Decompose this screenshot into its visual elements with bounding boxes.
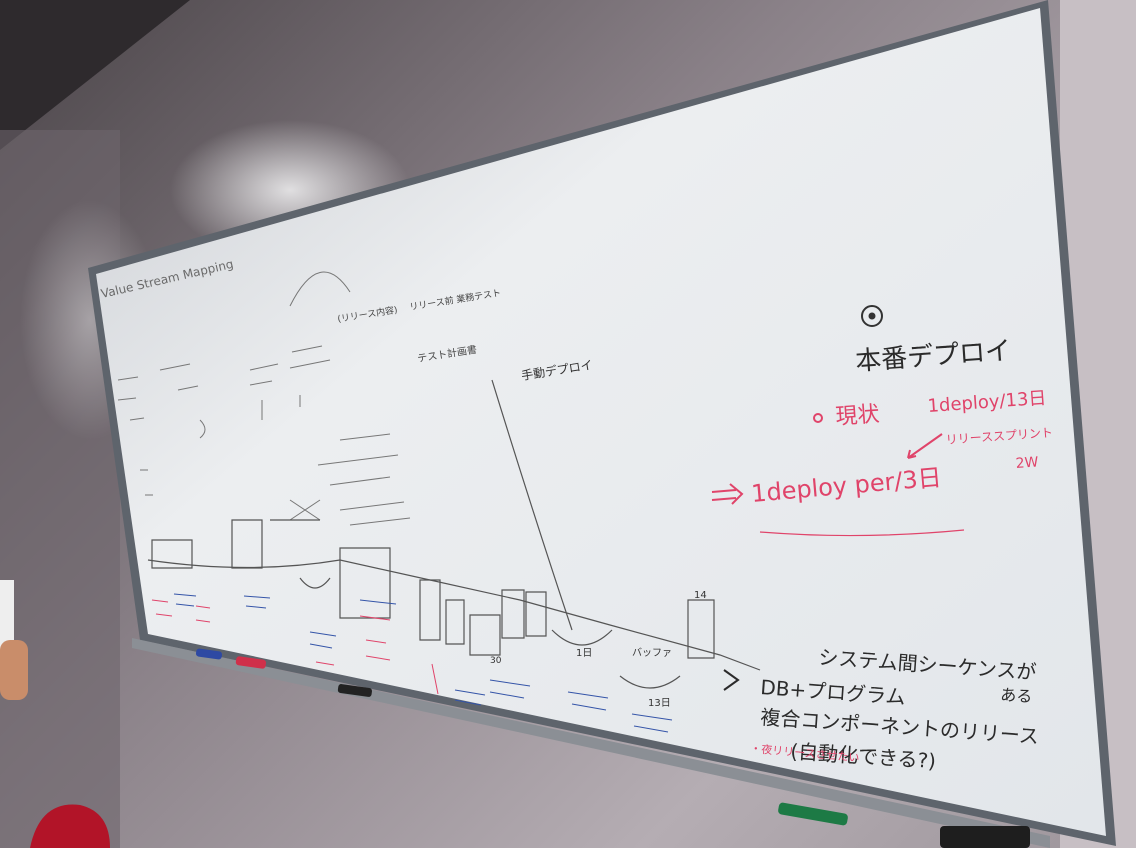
process-line — [147, 379, 761, 689]
eraser[interactable] — [940, 826, 1030, 848]
blue-notes — [173, 593, 673, 733]
black-arrow-icon — [723, 669, 740, 691]
timeline-day-13: 13日 — [648, 698, 671, 709]
sprint-length: 2W — [1015, 454, 1039, 472]
red-underline — [759, 529, 965, 537]
marker-red[interactable] — [235, 656, 267, 669]
ceiling — [0, 0, 190, 150]
marker-black[interactable] — [337, 684, 373, 698]
bullet-red-icon — [813, 413, 823, 423]
timeline-day-14: 14 — [694, 590, 707, 601]
timeline-day-1: 1日 — [576, 648, 592, 659]
whiteboard-surface — [96, 8, 1106, 836]
red-bag — [30, 804, 110, 848]
person-edge — [0, 580, 28, 700]
timeline-30: 30 — [490, 656, 502, 666]
red-arrow-curve — [907, 433, 943, 459]
marker-green[interactable] — [777, 802, 848, 826]
target-circle-icon — [861, 305, 883, 327]
red-arrow-icon — [711, 483, 744, 505]
left-scribbles — [117, 271, 411, 526]
seq-line-2: ある — [1000, 685, 1033, 706]
red-notes — [151, 599, 439, 695]
timeline-buffer: バッファ — [632, 647, 672, 659]
current-label: 現状 — [835, 402, 881, 430]
marker-blue[interactable] — [195, 648, 223, 660]
